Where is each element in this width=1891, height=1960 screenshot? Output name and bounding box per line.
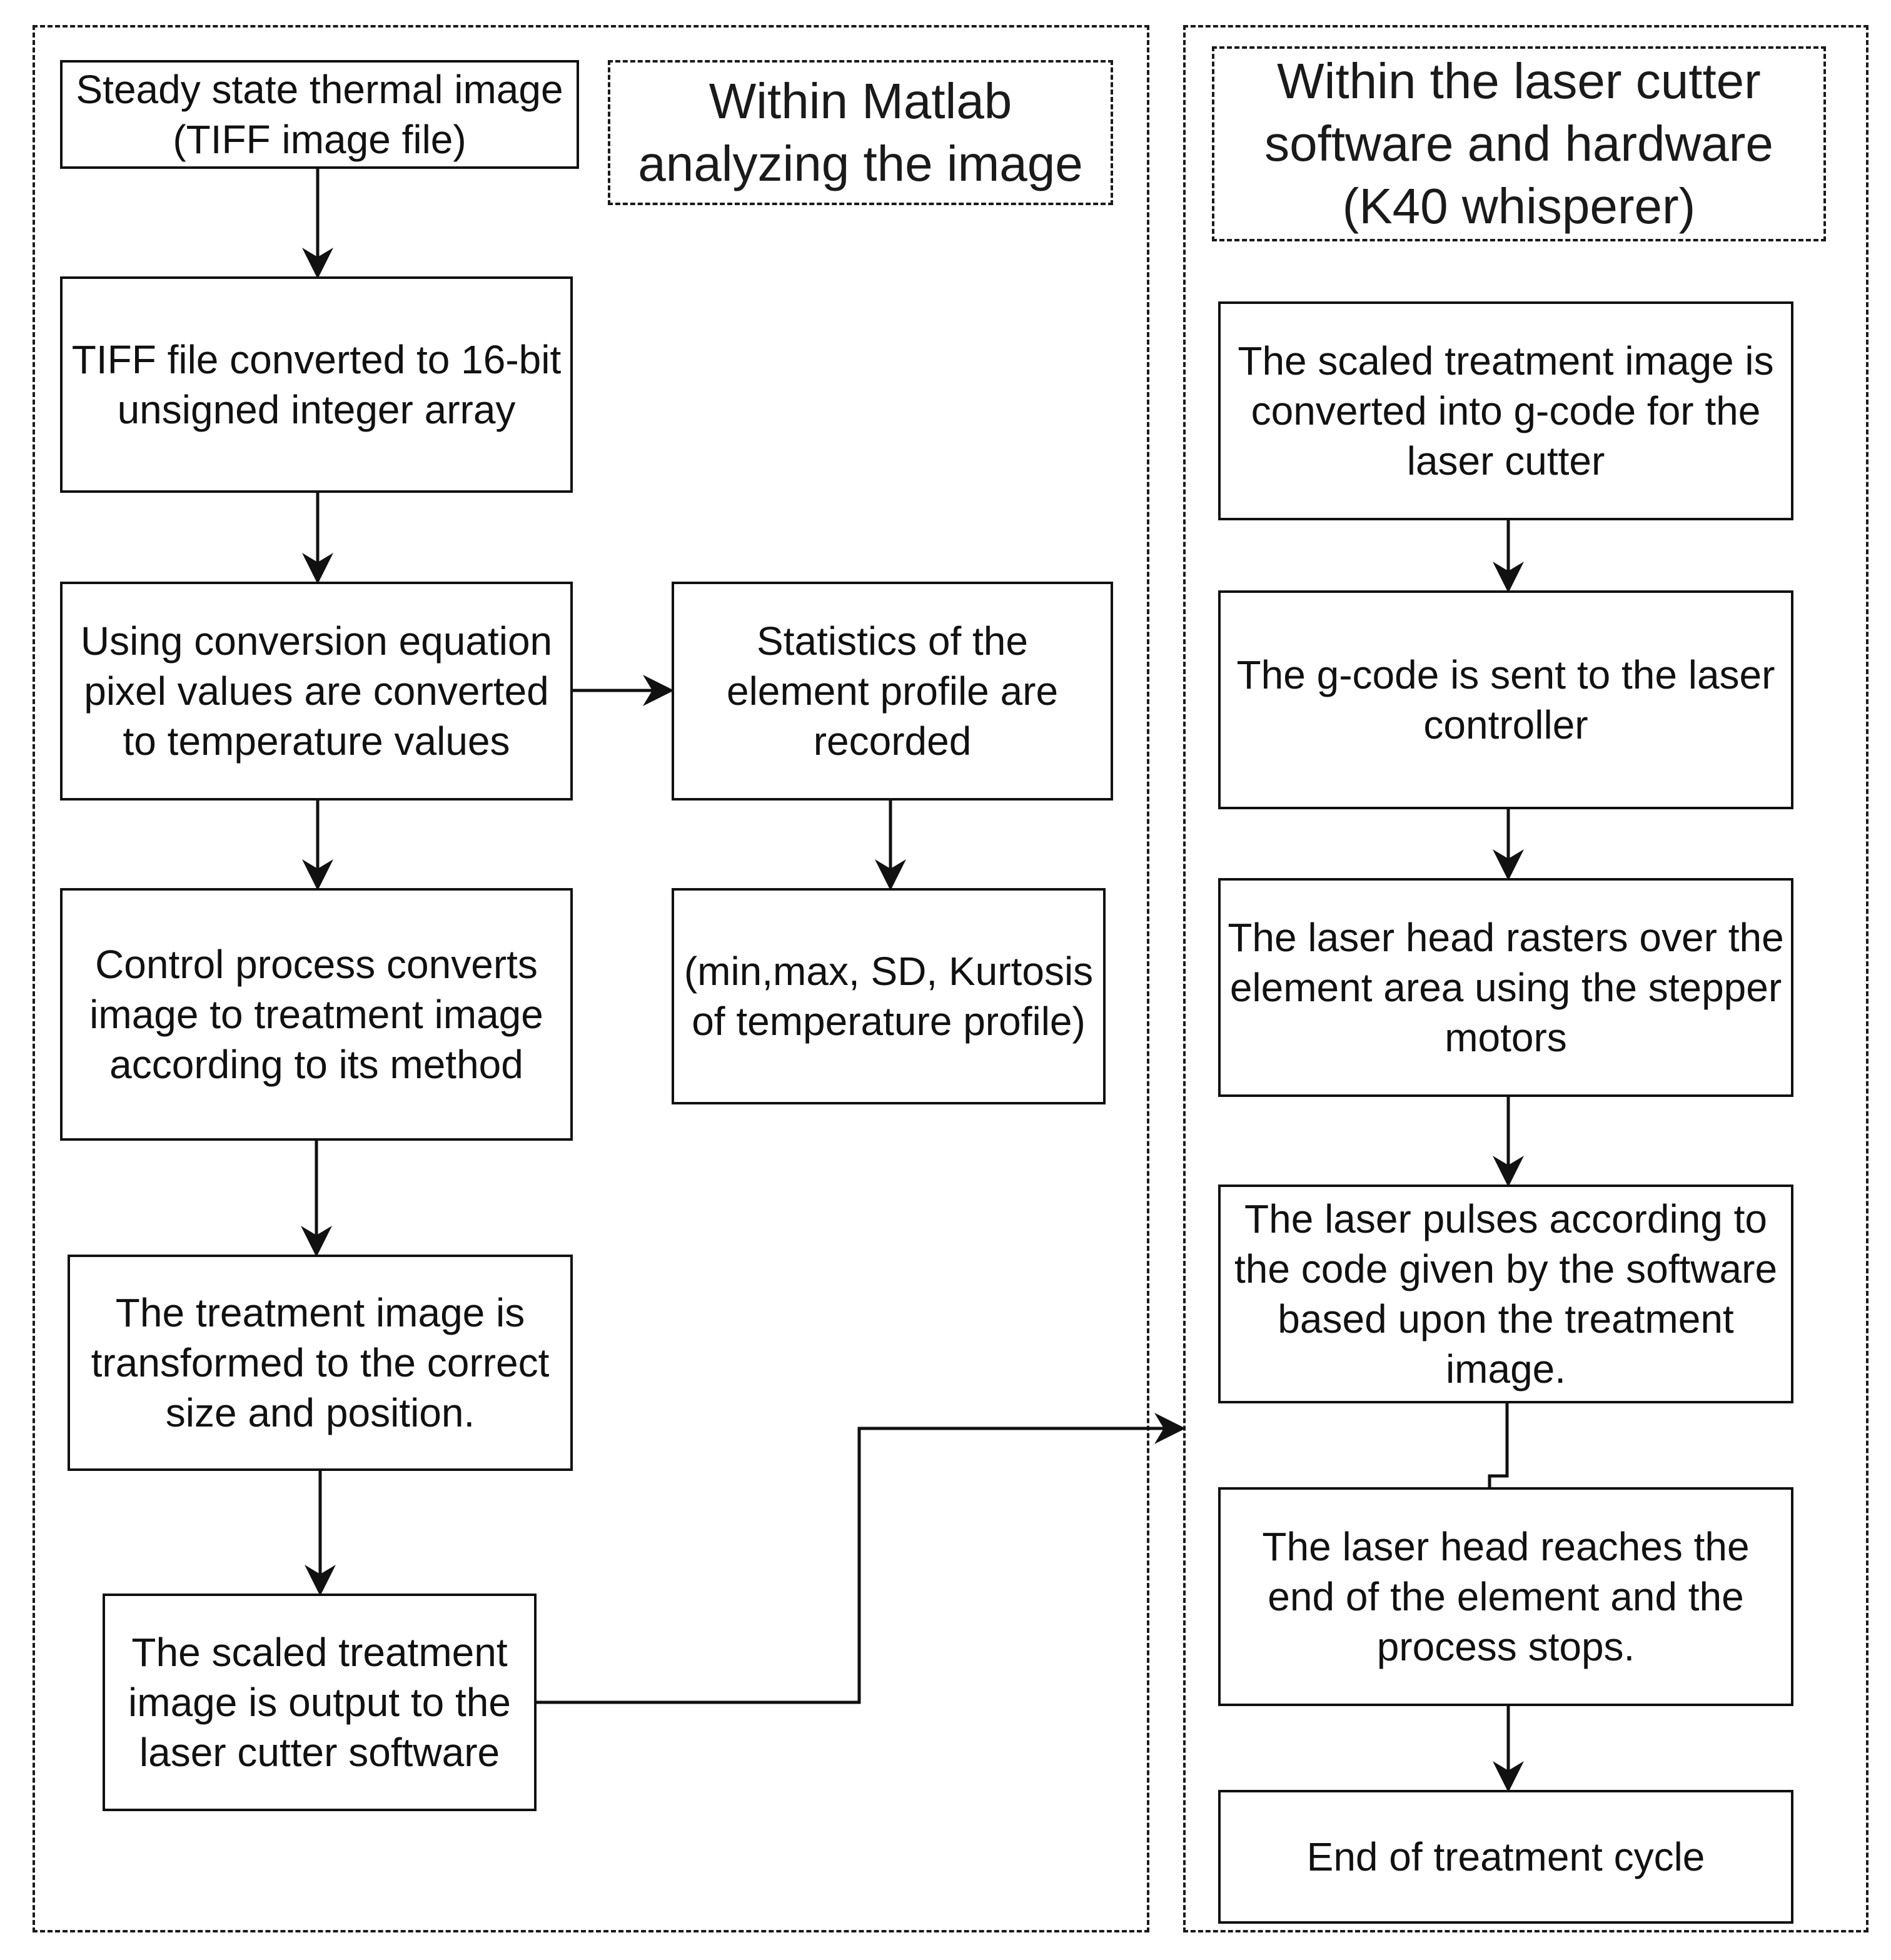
step-statistics-detail: (min,max, SD, Kurtosis of temperature pr… bbox=[672, 888, 1106, 1104]
step-convert-array: TIFF file converted to 16-bit unsigned i… bbox=[60, 276, 573, 493]
step-statistics-text: Statistics of the element profile are re… bbox=[726, 619, 1059, 764]
laser-group bbox=[1183, 25, 1868, 1932]
step-convert-array-text: TIFF file converted to 16-bit unsigned i… bbox=[71, 337, 562, 432]
laser-group-label-text: Within the laser cutter software and har… bbox=[1264, 53, 1773, 234]
step-gcode-send: The g-code is sent to the laser controll… bbox=[1218, 590, 1793, 809]
step-tiff-input-text: Steady state thermal image (TIFF image f… bbox=[76, 67, 563, 162]
step-gcode-convert-text: The scaled treatment image is converted … bbox=[1238, 338, 1774, 483]
step-end-cycle-text: End of treatment cycle bbox=[1306, 1834, 1705, 1879]
step-control-process: Control process converts image to treatm… bbox=[60, 888, 573, 1141]
step-pulse: The laser pulses according to the code g… bbox=[1218, 1185, 1793, 1403]
matlab-group bbox=[33, 25, 1149, 1932]
step-gcode-convert: The scaled treatment image is converted … bbox=[1218, 301, 1793, 520]
step-end-cycle: End of treatment cycle bbox=[1218, 1790, 1793, 1924]
step-convert-temperature: Using conversion equation pixel values a… bbox=[60, 582, 573, 801]
step-convert-temperature-text: Using conversion equation pixel values a… bbox=[80, 619, 553, 764]
step-tiff-input: Steady state thermal image (TIFF image f… bbox=[60, 60, 579, 169]
step-gcode-send-text: The g-code is sent to the laser controll… bbox=[1236, 652, 1775, 747]
laser-group-label: Within the laser cutter software and har… bbox=[1212, 46, 1826, 241]
step-statistics-detail-text: (min,max, SD, Kurtosis of temperature pr… bbox=[683, 949, 1094, 1044]
matlab-group-label-text: Within Matlab analyzing the image bbox=[638, 73, 1083, 191]
step-raster: The laser head rasters over the element … bbox=[1218, 878, 1793, 1097]
step-transform-text: The treatment image is transformed to th… bbox=[91, 1290, 550, 1435]
step-statistics: Statistics of the element profile are re… bbox=[672, 582, 1113, 801]
step-reach-end: The laser head reaches the end of the el… bbox=[1218, 1487, 1793, 1706]
step-output-text: The scaled treatment image is output to … bbox=[128, 1630, 511, 1775]
step-pulse-text: The laser pulses according to the code g… bbox=[1234, 1196, 1778, 1392]
step-reach-end-text: The laser head reaches the end of the el… bbox=[1262, 1524, 1750, 1669]
step-transform: The treatment image is transformed to th… bbox=[68, 1255, 573, 1471]
step-control-process-text: Control process converts image to treatm… bbox=[89, 942, 543, 1087]
step-raster-text: The laser head rasters over the element … bbox=[1228, 915, 1784, 1060]
matlab-group-label: Within Matlab analyzing the image bbox=[608, 60, 1113, 205]
step-output: The scaled treatment image is output to … bbox=[103, 1594, 537, 1811]
